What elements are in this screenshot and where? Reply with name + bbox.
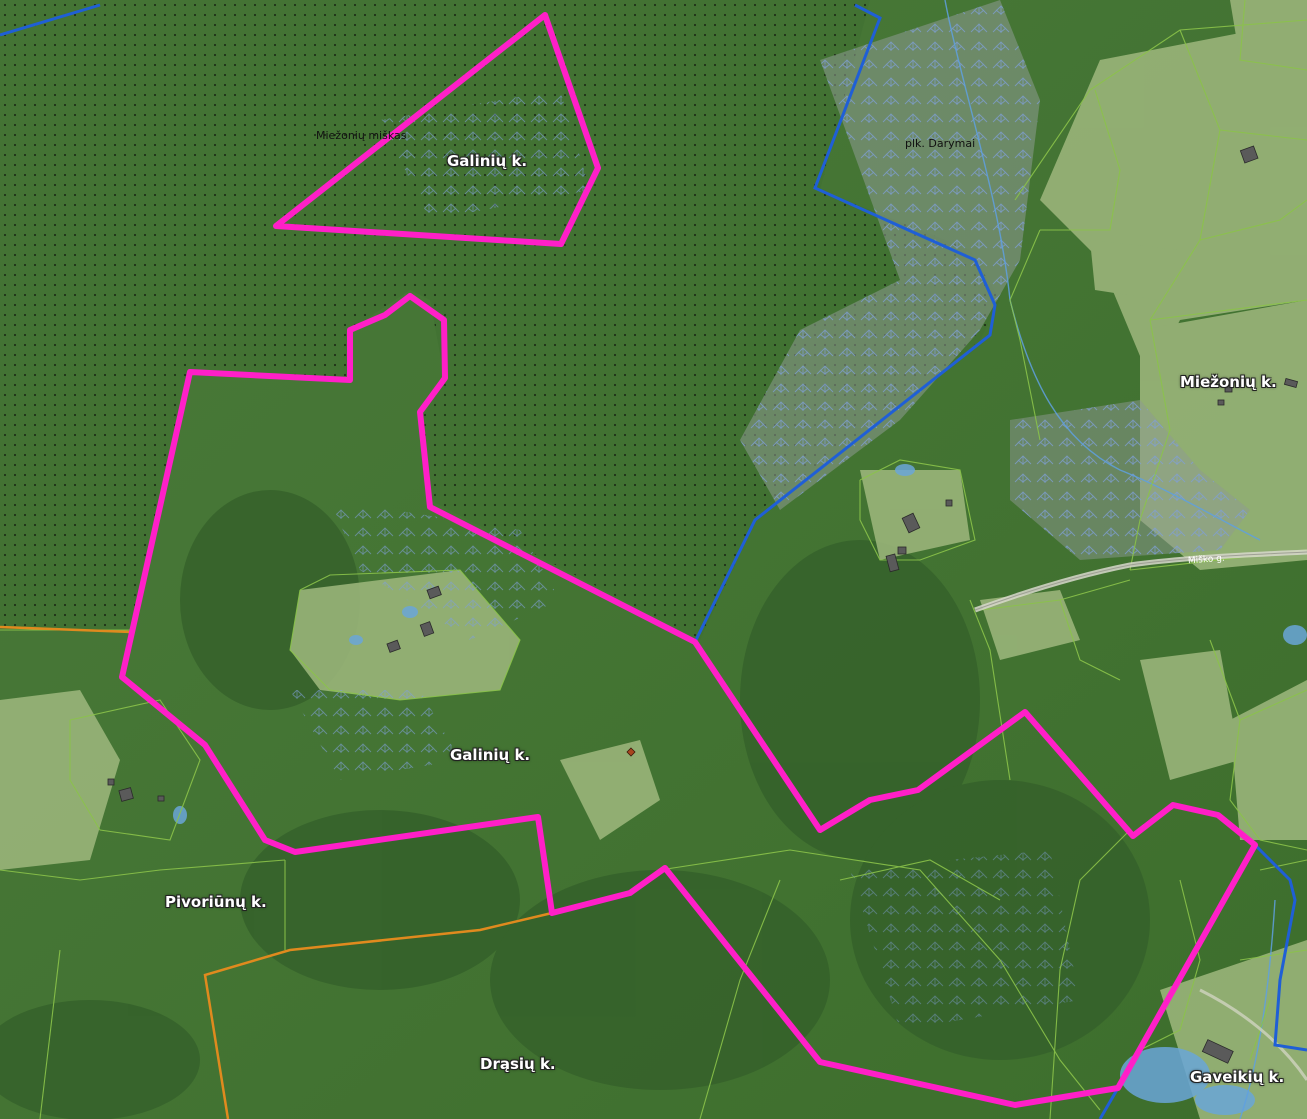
label-pivoriunu-village: Pivoriūnų k.: [165, 893, 267, 911]
study-area-south[interactable]: [119, 293, 1258, 1108]
buildings: [107, 145, 1299, 1064]
wetlands: [290, 0, 1250, 1030]
point-marker[interactable]: [626, 747, 636, 757]
village-boundaries: [0, 625, 553, 1119]
water-bodies: [173, 464, 1307, 1115]
label-galiniu-south: Galinių k.: [450, 746, 531, 764]
label-darymai-wetland: plk. Darymai: [905, 137, 976, 150]
label-drasiu-village: Drąsių k.: [480, 1055, 556, 1073]
forest-boundaries: [0, 3, 1307, 1119]
label-gaveikiu-village: Gaveikių k.: [1190, 1068, 1285, 1086]
label-miezoniu-forest: Miežonių miškas: [316, 129, 407, 142]
road: [974, 549, 1307, 1081]
study-area-north[interactable]: [273, 12, 601, 247]
study-area-boundaries[interactable]: [119, 12, 1258, 1108]
label-miezoniu-village: Miežonių k.: [1180, 373, 1277, 391]
protected-forest: [0, 0, 1000, 640]
streams: [944, 0, 1276, 1119]
label-galiniu-north: Galinių k.: [447, 152, 528, 170]
